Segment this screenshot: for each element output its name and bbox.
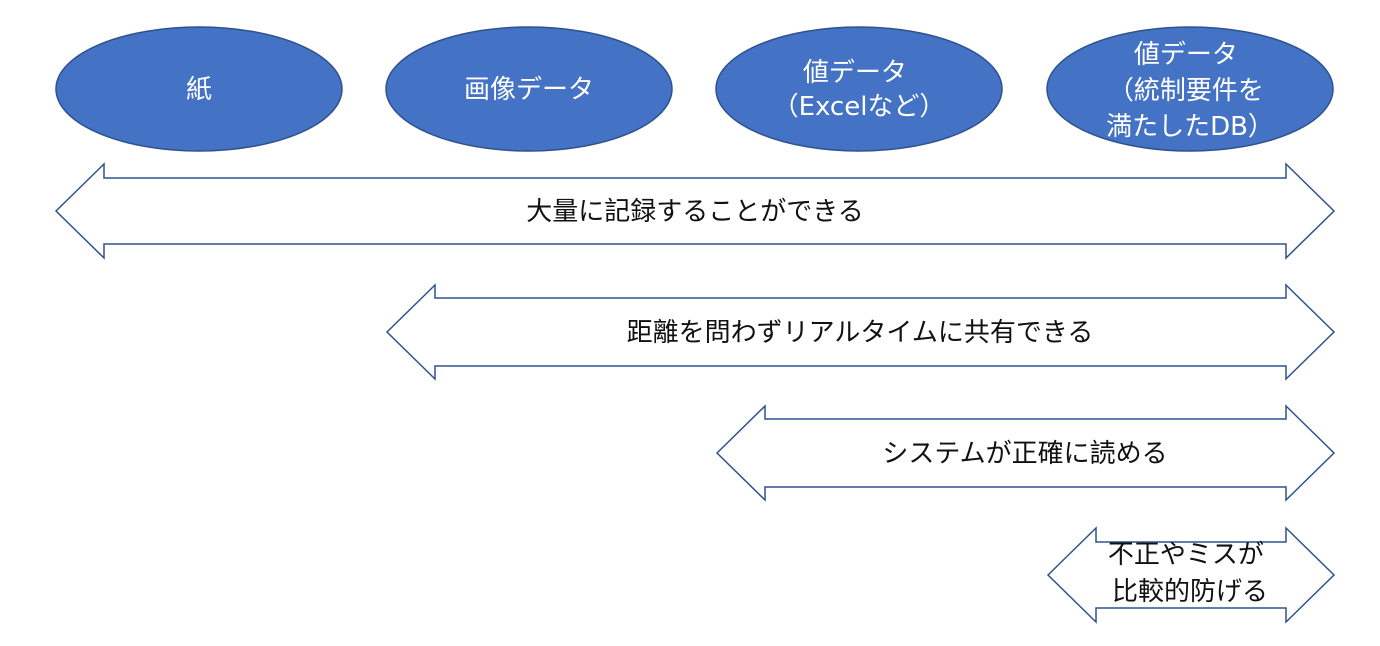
svg-text:紙: 紙: [186, 75, 212, 105]
media-paper-label: 紙: [186, 75, 212, 105]
benefit-system-readable-arrow: [715, 404, 1336, 502]
benefit-system-readable: システムが正確に読める: [715, 404, 1336, 502]
svg-text:大量に記録することができる: 大量に記録することができる: [526, 197, 863, 227]
media-value-data-excel-shape: [715, 26, 1003, 152]
svg-text:値データ （Excelなど）: 値データ （Excelなど）: [773, 58, 946, 122]
media-value-data-db-line-1: 値データ: [1134, 40, 1238, 70]
benefit-realtime-sharing-label: 距離を問わずリアルタイムに共有できる: [627, 318, 1094, 348]
media-image-data-shape: [385, 26, 673, 152]
media-image-data-label: 画像データ: [464, 75, 594, 105]
benefit-fraud-prevention: 不正やミスが 比較的防げる: [1046, 526, 1336, 624]
benefit-fraud-prevention-arrow: [1046, 526, 1336, 624]
media-value-data-db: 値データ （統制要件を 満たしたDB）: [1046, 26, 1334, 152]
media-image-data: 画像データ: [385, 26, 673, 152]
benefit-large-volume-arrow: [54, 162, 1336, 260]
media-value-data-db-shape: [1046, 26, 1334, 152]
media-paper-shape: [55, 26, 343, 152]
benefit-large-volume: 大量に記録することができる: [54, 162, 1336, 260]
benefit-system-readable-label: システムが正確に読める: [882, 439, 1167, 469]
svg-text:値データ （統制要件を 満たしたDB: 値データ （統制要件を 満たしたDB）: [1106, 40, 1274, 142]
benefit-fraud-prevention-line-1: 不正やミスが: [1108, 540, 1264, 570]
media-value-data-excel-line-2: （Excelなど）: [773, 92, 946, 122]
media-value-data-excel: 値データ （Excelなど）: [715, 26, 1003, 152]
media-paper: 紙: [55, 26, 343, 152]
media-value-data-db-line-3: 満たしたDB）: [1106, 112, 1274, 142]
benefit-realtime-sharing-arrow: [385, 283, 1336, 381]
benefit-fraud-prevention-line-2: 比較的防げる: [1112, 577, 1268, 607]
benefit-realtime-sharing: 距離を問わずリアルタイムに共有できる: [385, 283, 1336, 381]
media-value-data-excel-line-1: 値データ: [803, 58, 907, 88]
benefit-large-volume-label: 大量に記録することができる: [526, 197, 863, 227]
svg-text:システムが正確に読める: システムが正確に読める: [882, 439, 1167, 469]
media-value-data-db-line-2: （統制要件を: [1108, 76, 1264, 106]
svg-text:画像データ: 画像データ: [464, 75, 594, 105]
svg-text:距離を問わずリアルタイムに共有できる: 距離を問わずリアルタイムに共有できる: [627, 318, 1094, 348]
svg-text:不正やミスが 比較的防げる: 不正やミスが 比較的防げる: [1108, 540, 1272, 607]
